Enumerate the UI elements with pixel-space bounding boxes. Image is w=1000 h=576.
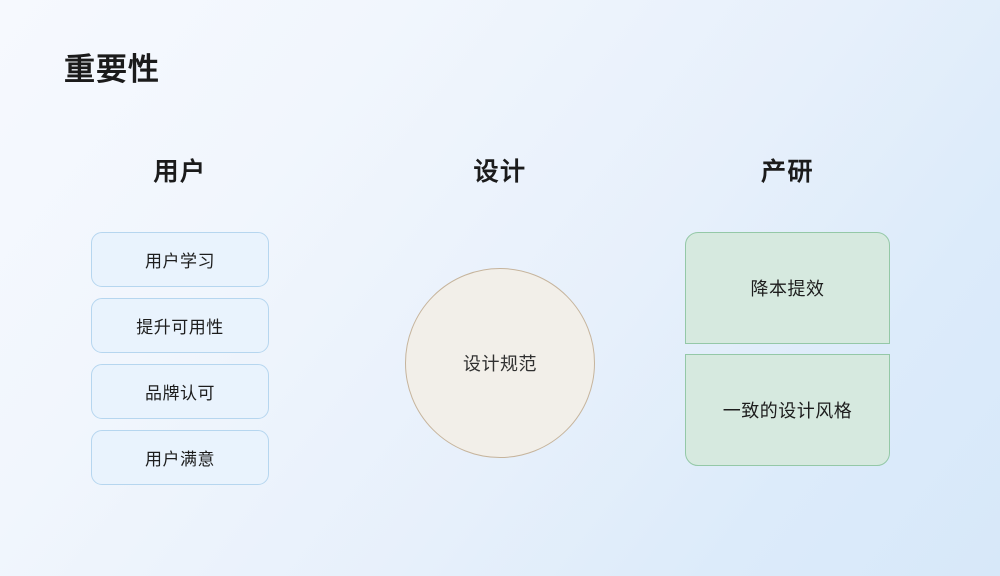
list-item[interactable]: 降本提效 [685, 232, 890, 344]
column-header-product: 产研 [760, 158, 814, 186]
column-design: 设计 设计规范 [380, 150, 620, 458]
list-item[interactable]: 用户学习 [91, 232, 269, 287]
column-header-users: 用户 [153, 158, 207, 186]
columns-container: 用户 用户学习 提升可用性 品牌认可 用户满意 设计 设计规范 产研 降本提效 … [0, 150, 1000, 550]
pill-stack-users: 用户学习 提升可用性 品牌认可 用户满意 [60, 232, 300, 485]
column-users: 用户 用户学习 提升可用性 品牌认可 用户满意 [60, 150, 300, 485]
page-title: 重要性 [64, 52, 160, 87]
list-item[interactable]: 提升可用性 [91, 298, 269, 353]
design-system-circle[interactable]: 设计规范 [405, 268, 595, 458]
list-item[interactable]: 品牌认可 [91, 364, 269, 419]
circle-wrap-design: 设计规范 [380, 268, 620, 458]
list-item[interactable]: 用户满意 [91, 430, 269, 485]
column-header-design: 设计 [473, 158, 527, 186]
card-stack-product: 降本提效 一致的设计风格 [665, 232, 910, 466]
column-product: 产研 降本提效 一致的设计风格 [665, 150, 910, 466]
list-item[interactable]: 一致的设计风格 [685, 354, 890, 466]
